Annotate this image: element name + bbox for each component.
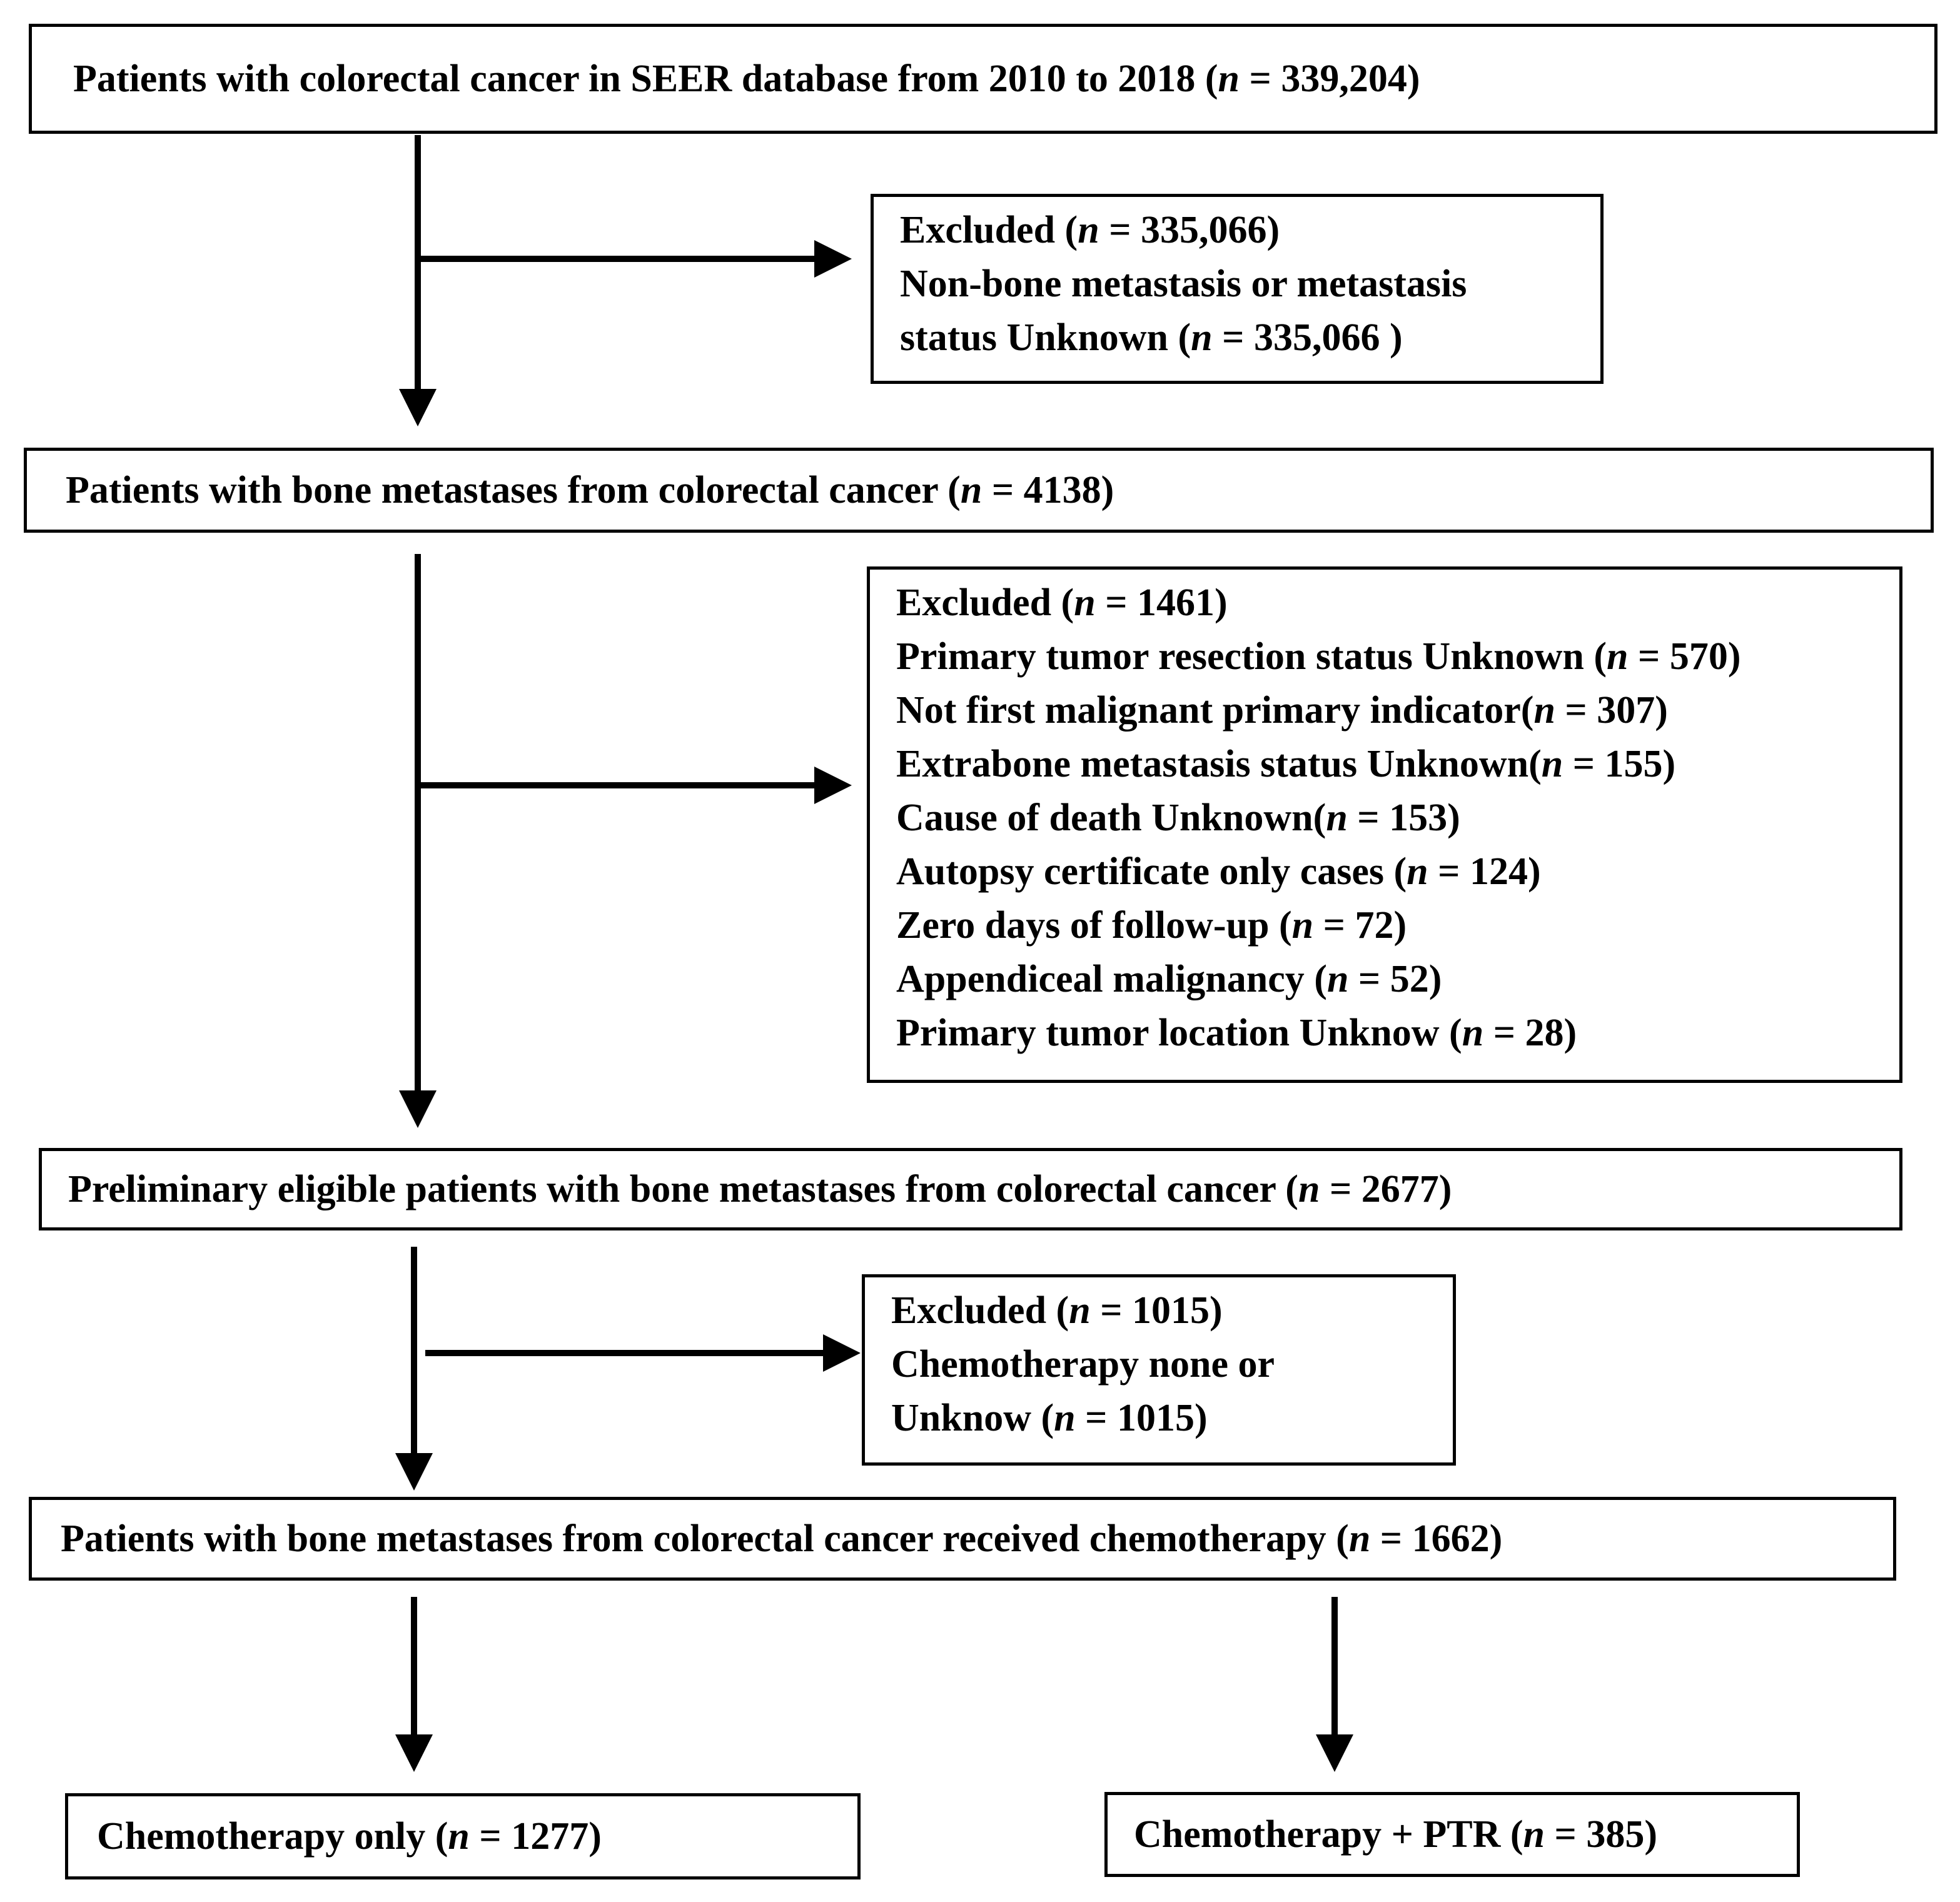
exclusion-3-line: Unknow (n = 1015): [891, 1397, 1208, 1439]
exclusion-2-line: Appendiceal malignancy (n = 52): [896, 958, 1442, 1000]
exclusion-2-line: Extrabone metastasis status Unknown(n = …: [896, 743, 1676, 785]
exclusion-2-line: Cause of death Unknown(n = 153): [896, 797, 1460, 839]
group-chemotherapy-ptr-text: Chemotherapy + PTR (n = 385): [1134, 1813, 1658, 1856]
stage-4-box: Patients with bone metastases from color…: [29, 1497, 1896, 1581]
group-chemotherapy-ptr-box: Chemotherapy + PTR (n = 385): [1104, 1792, 1800, 1877]
exclusion-1-box: Excluded (n = 335,066) Non-bone metastas…: [871, 194, 1604, 384]
exclusion-2-line: Primary tumor location Unknow (n = 28): [896, 1012, 1577, 1054]
group-chemotherapy-only-text: Chemotherapy only (n = 1277): [97, 1815, 602, 1858]
stage-1-text: Patients with colorectal cancer in SEER …: [73, 58, 1420, 100]
exclusion-1-line: status Unknown (n = 335,066 ): [900, 316, 1403, 359]
exclusion-2-line: Not first malignant primary indicator(n …: [896, 689, 1668, 732]
stage-2-box: Patients with bone metastases from color…: [24, 448, 1934, 533]
exclusion-1-line: Non-bone metastasis or metastasis: [900, 263, 1467, 305]
stage-4-text: Patients with bone metastases from color…: [61, 1517, 1503, 1560]
exclusion-3-box: Excluded (n = 1015) Chemotherapy none or…: [862, 1274, 1456, 1466]
stage-3-text: Preliminary eligible patients with bone …: [68, 1168, 1452, 1210]
exclusion-2-line: Zero days of follow-up (n = 72): [896, 904, 1407, 947]
exclusion-2-line: Autopsy certificate only cases (n = 124): [896, 850, 1541, 893]
exclusion-2-title: Excluded (n = 1461): [896, 581, 1228, 624]
exclusion-3-line: Chemotherapy none or: [891, 1343, 1275, 1386]
stage-2-text: Patients with bone metastases from color…: [66, 469, 1114, 511]
stage-3-box: Preliminary eligible patients with bone …: [39, 1148, 1902, 1230]
stage-1-box: Patients with colorectal cancer in SEER …: [29, 24, 1937, 134]
exclusion-2-line: Primary tumor resection status Unknown (…: [896, 635, 1741, 678]
exclusion-3-title: Excluded (n = 1015): [891, 1289, 1223, 1332]
exclusion-2-box: Excluded (n = 1461) Primary tumor resect…: [867, 566, 1902, 1083]
exclusion-1-title: Excluded (n = 335,066): [900, 209, 1280, 251]
group-chemotherapy-only-box: Chemotherapy only (n = 1277): [65, 1793, 861, 1879]
